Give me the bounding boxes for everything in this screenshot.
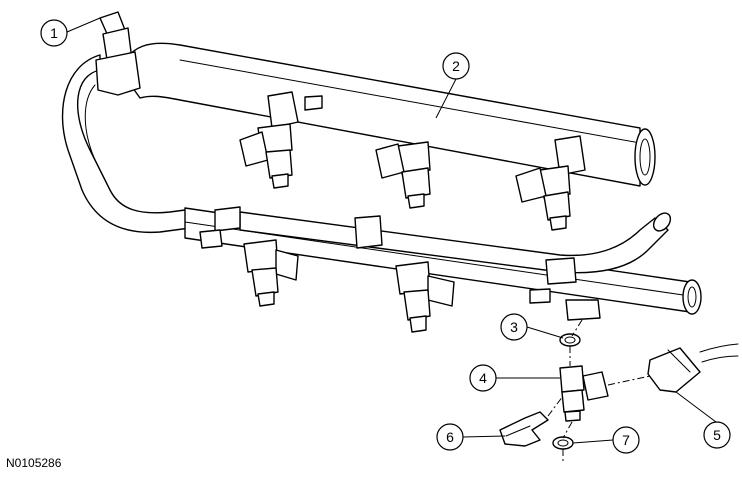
lower-injector-1 [243,239,299,307]
callout-4: 4 [469,364,497,392]
svg-text:2: 2 [452,58,460,74]
upper-o-ring [559,333,581,347]
callout-7: 7 [612,426,640,454]
upper-injector-3 [515,165,571,231]
svg-text:5: 5 [713,427,721,443]
svg-text:7: 7 [622,432,630,448]
svg-text:4: 4 [479,370,487,386]
assembly-centerlines [547,319,651,462]
callout-3: 3 [500,313,528,341]
return-tube [239,211,672,274]
fuel-pressure-fitting [95,11,141,96]
crossover-tube [61,54,191,234]
upper-fuel-rail [119,42,656,187]
injector-retaining-clip [499,411,549,447]
rail-brackets [199,91,586,304]
svg-text:1: 1 [50,25,58,41]
injector-cup [565,299,601,321]
upper-injector-1 [239,123,293,189]
fuel-injector [559,365,609,422]
lower-injector-2 [395,261,455,333]
callout-2: 2 [442,52,470,80]
figure-code: N0105286 [6,456,62,470]
svg-text:6: 6 [446,429,454,445]
leader-lines [66,17,717,444]
svg-text:3: 3 [510,319,518,335]
callout-5: 5 [703,421,731,449]
callout-6: 6 [436,423,464,451]
upper-injector-2 [375,141,431,209]
electrical-connector [647,343,739,393]
lower-o-ring [552,436,574,450]
callout-1: 1 [40,19,68,47]
